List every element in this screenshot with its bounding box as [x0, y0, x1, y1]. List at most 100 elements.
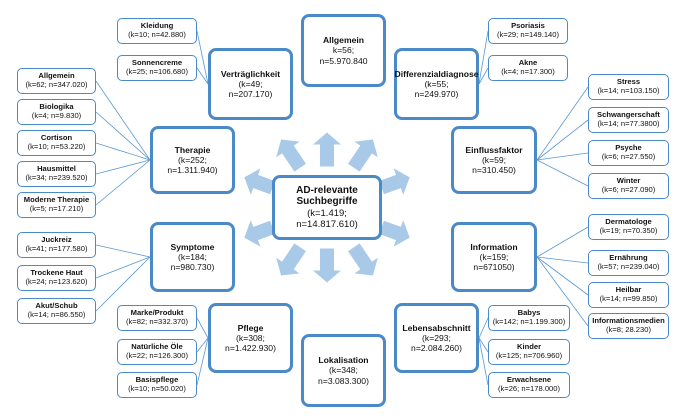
sub-sonnencreme: Sonnencreme (k=25; n=106.680)	[117, 55, 197, 81]
sub-label: Erwachsene	[506, 375, 552, 385]
sub-label: Ernährung	[609, 253, 648, 263]
connector-dermatologe	[536, 226, 589, 258]
category-n: n=310.450)	[472, 165, 516, 176]
sub-allgemein: Allgemein (k=62; n=347.020)	[17, 68, 96, 94]
sub-label: Schwangerschaft	[597, 110, 660, 120]
sub-label: Informationsmedien	[592, 316, 665, 326]
sub-stats: (k=26; n=178.000)	[497, 384, 561, 393]
category-label: Differenzialdiagnose	[394, 68, 479, 79]
sub-stats: (k=8; 28.230)	[606, 325, 651, 334]
center-k: (k=1.419;	[307, 208, 347, 220]
category-n: n=207.170)	[228, 89, 273, 100]
category-k: (k=308;	[236, 332, 265, 343]
arrow-right-lower	[379, 220, 410, 247]
sub-stats: (k=10; n=42.880)	[128, 30, 186, 39]
sub-label: Babys	[517, 308, 541, 318]
sub-ernaehrung: Ernährung (k=57; n=239.040)	[588, 250, 669, 276]
category-label: Pflege	[237, 322, 264, 333]
sub-stats: (k=57; n=239.040)	[597, 262, 660, 271]
category-n: n=5.970.840	[319, 55, 368, 66]
arrow-up	[313, 132, 341, 167]
category-label: Therapie	[174, 144, 211, 155]
category-n: n=671050)	[473, 262, 515, 273]
connector-akne	[478, 67, 489, 85]
sub-juckreiz: Juckreiz (k=41; n=177.580)	[17, 232, 96, 258]
sub-stats: (k=4; n=9.830)	[31, 111, 82, 120]
sub-label: Cortison	[40, 133, 73, 143]
sub-label: Moderne Therapie	[23, 195, 90, 205]
connector-psoriasis	[478, 30, 489, 85]
category-n: n=1.311.940)	[167, 165, 218, 176]
sub-stats: (k=25; n=106.680)	[125, 67, 189, 76]
sub-schwangerschaft: Schwangerschaft (k=14; n=77.3800)	[588, 107, 669, 133]
sub-stats: (k=62; n=347.020)	[25, 80, 88, 89]
sub-label: Marke/Produkt	[130, 308, 184, 318]
sub-label: Natürliche Öle	[131, 342, 183, 352]
category-vertraeglichkeit: Verträglichkeit (k=49; n=207.170)	[208, 48, 293, 120]
sub-erwachsene: Erwachsene (k=26; n=178.000)	[488, 372, 570, 398]
category-lokalisation: Lokalisation (k=348; n=3.083.300)	[301, 334, 386, 407]
sub-hausmittel: Hausmittel (k=34; n=239.520)	[17, 161, 96, 187]
sub-informationsmedien: Informationsmedien (k=8; 28.230)	[588, 313, 669, 339]
arrow-left-upper	[244, 168, 275, 195]
sub-stats: (k=14; n=77.3800)	[597, 119, 660, 128]
category-label: Lebensabschnitt	[402, 322, 471, 333]
category-label: Symptome	[170, 241, 215, 252]
sub-trockene-haut: Trockene Haut (k=24; n=123.620)	[17, 265, 96, 291]
sub-label: Sonnencreme	[131, 58, 183, 68]
sub-kinder: Kinder (k=125; n=706.960)	[488, 339, 570, 365]
connector-trockene-haut	[95, 256, 151, 279]
sub-akut-schub: Akut/Schub (k=14; n=86.550)	[17, 298, 96, 324]
sub-label: Basispflege	[135, 375, 179, 385]
sub-label: Hausmittel	[37, 164, 76, 174]
sub-stats: (k=142; n=1.199.300)	[492, 317, 566, 326]
sub-psyche: Psyche (k=6; n=27.550)	[588, 140, 669, 166]
sub-stats: (k=19; n=70.350)	[599, 226, 658, 235]
category-n: n=1.422.930)	[225, 343, 276, 354]
category-k: (k=59;	[481, 154, 507, 165]
sub-stats: (k=4; n=17.300)	[501, 67, 555, 76]
connector-hausmittel	[95, 159, 151, 175]
sub-label: Juckreiz	[41, 235, 72, 245]
sub-dermatologe: Dermatologe (k=19; n=70.350)	[588, 214, 669, 240]
connector-heilbar	[536, 256, 589, 296]
sub-natuerliche-oele: Natürliche Öle (k=22; n=126.300)	[117, 339, 197, 365]
sub-heilbar: Heilbar (k=14; n=99.850)	[588, 282, 669, 308]
category-einflussfaktor: Einflussfaktor (k=59; n=310.450)	[451, 126, 537, 194]
connector-stress	[536, 86, 589, 161]
sub-stats: (k=22; n=126.300)	[125, 351, 189, 360]
connector-kinder	[478, 337, 489, 353]
sub-label: Winter	[616, 176, 641, 186]
arrow-up-right	[348, 139, 378, 172]
connector-ernaehrung	[536, 256, 589, 264]
category-n: n=2.084.260)	[411, 343, 462, 354]
category-label: Verträglichkeit	[220, 68, 281, 79]
sub-stats: (k=14; n=86.550)	[27, 310, 86, 319]
category-information: Information (k=159; n=671050)	[451, 222, 537, 292]
connector-juckreiz	[95, 244, 151, 258]
connector-kleidung	[196, 30, 209, 85]
sub-stats: (k=10; n=53.220)	[27, 142, 86, 151]
connector-akut-schub	[95, 256, 151, 312]
category-lebensabschnitt: Lebensabschnitt (k=293; n=2.084.260)	[394, 303, 479, 373]
connector-allgemein-t	[95, 80, 151, 161]
category-n: n=249.970)	[414, 89, 459, 100]
category-k: (k=55;	[424, 78, 449, 89]
sub-stats: (k=29; n=149.140)	[496, 30, 560, 39]
arrow-down-left	[276, 243, 306, 276]
connector-marke-produkt	[196, 317, 209, 339]
sub-stats: (k=6; n=27.550)	[601, 152, 656, 161]
category-k: (k=49;	[238, 78, 263, 89]
category-differenzialdiagnose: Differenzialdiagnose (k=55; n=249.970)	[394, 48, 479, 120]
category-n: n=3.083.300)	[318, 375, 369, 386]
sub-label: Kinder	[516, 342, 542, 352]
arrow-up-left	[276, 139, 306, 172]
arrow-down-right	[348, 243, 378, 276]
sub-label: Psyche	[615, 143, 642, 153]
sub-label: Biologika	[39, 102, 74, 112]
sub-label: Akut/Schub	[35, 301, 78, 311]
sub-label: Stress	[616, 77, 641, 87]
sub-stats: (k=10; n=50.020)	[128, 384, 186, 393]
sub-label: Psoriasis	[511, 21, 545, 31]
category-k: (k=252;	[178, 154, 207, 165]
